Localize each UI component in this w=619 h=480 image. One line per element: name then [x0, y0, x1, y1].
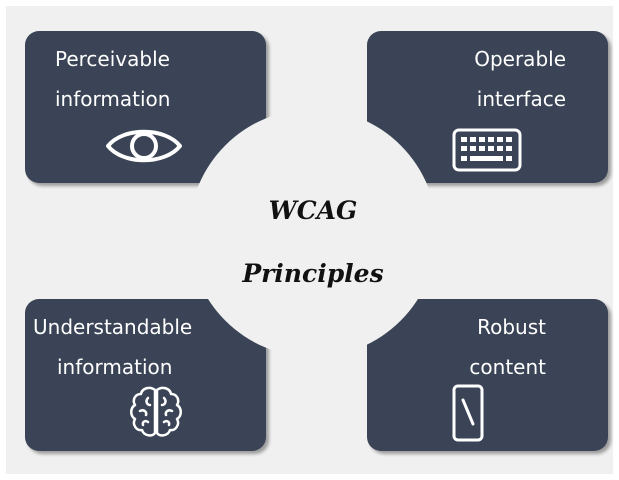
card-robust-line2: content [469, 355, 546, 379]
smartphone-icon [452, 384, 484, 442]
card-perceivable-line2: information [55, 87, 171, 111]
card-operable: Operable interface [367, 31, 608, 183]
keyboard-icon [452, 128, 522, 172]
card-perceivable: Perceivable information [25, 31, 266, 183]
center-circle [189, 109, 437, 357]
eye-icon [106, 129, 182, 163]
card-perceivable-line1: Perceivable [55, 47, 170, 71]
card-robust-line1: Robust [477, 315, 546, 339]
card-perceivable-label: Perceivable information [55, 39, 170, 119]
card-operable-line2: interface [476, 87, 566, 111]
card-robust-label: Robust content [469, 307, 546, 387]
card-operable-label: Operable interface [474, 39, 566, 119]
diagram-title-line2: Principles [242, 259, 384, 288]
card-understandable-line2: information [57, 355, 173, 379]
card-robust: Robust content [367, 299, 608, 451]
card-understandable: Understandable information [25, 299, 266, 451]
diagram-title-line1: WCAG [268, 196, 358, 225]
brain-icon [130, 386, 182, 437]
card-understandable-line1: Understandable [33, 315, 193, 339]
card-operable-line1: Operable [474, 47, 566, 71]
card-understandable-label: Understandable information [33, 307, 192, 387]
